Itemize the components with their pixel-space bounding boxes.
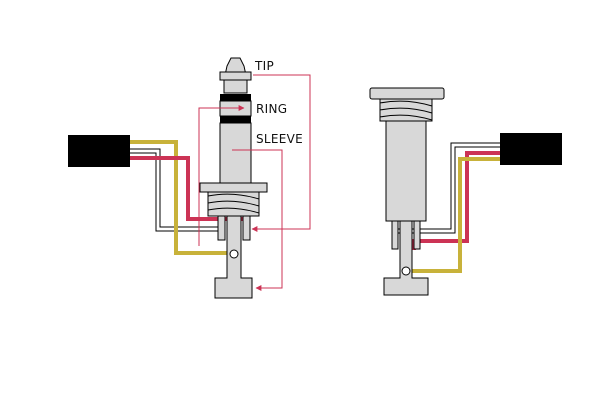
jack-body xyxy=(385,120,427,222)
plug-lug-tip xyxy=(217,215,226,241)
plug-nut xyxy=(199,182,268,193)
tip-pointer xyxy=(251,74,311,232)
jack-lug-left xyxy=(391,220,399,250)
plug-yellow-wire xyxy=(130,140,232,255)
jack-cable-jacket xyxy=(500,133,562,165)
plug-sleeve xyxy=(219,122,252,184)
plug-lug-ring xyxy=(242,215,251,241)
trs-plug: TIP RING SLEEVE xyxy=(68,57,311,299)
plug-thread xyxy=(207,191,260,217)
jack-lug-right xyxy=(413,220,421,250)
jack-sleeve-tab xyxy=(383,220,429,296)
plug-cable-jacket xyxy=(68,135,130,167)
ring-pointer xyxy=(198,105,245,246)
label-ring: RING xyxy=(256,102,287,116)
plug-insulator-band-upper xyxy=(220,94,251,101)
jack-red-wire xyxy=(412,151,500,250)
sleeve-pointer xyxy=(232,149,283,291)
jack-sleeve-hole xyxy=(401,266,411,276)
jack-thread xyxy=(379,98,433,122)
plug-shaft xyxy=(219,57,252,184)
plug-red-wire xyxy=(130,156,244,221)
label-tip: TIP xyxy=(254,59,274,73)
jack-yellow-wire xyxy=(407,157,500,273)
trs-panel-jack xyxy=(369,87,562,296)
plug-sleeve-hole xyxy=(229,249,239,259)
label-sleeve: SLEEVE xyxy=(256,132,303,146)
jack-cap xyxy=(369,87,445,100)
plug-insulator-band-lower xyxy=(220,116,251,123)
